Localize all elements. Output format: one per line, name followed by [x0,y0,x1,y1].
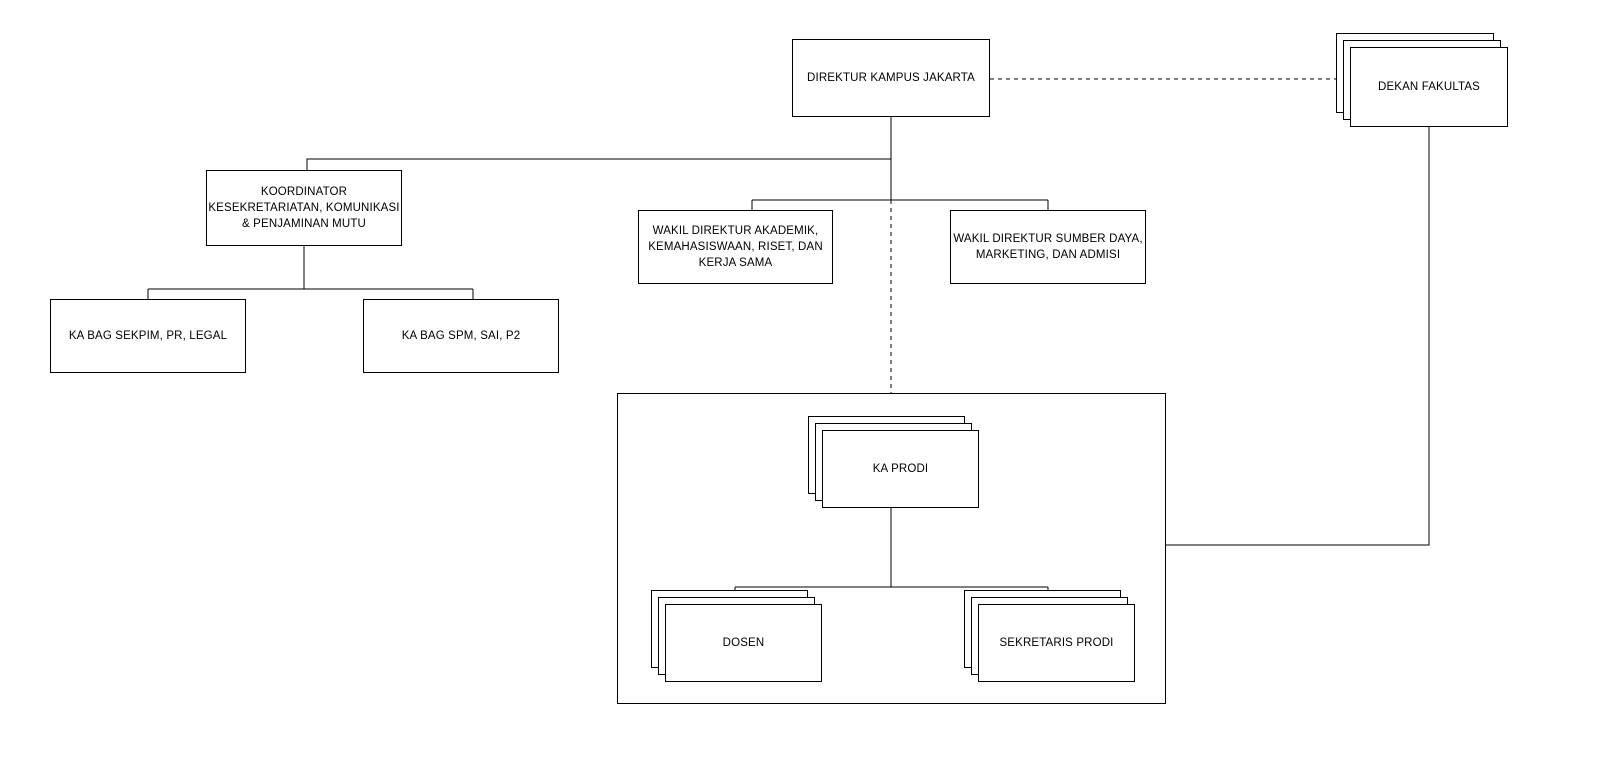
node-sekretaris-prodi-label: SEKRETARIS PRODI [999,636,1114,649]
node-direktur-kampus-jakarta[interactable]: DIREKTUR KAMPUS JAKARTA [792,39,990,117]
node-wakil-direktur-akademik[interactable]: WAKIL DIREKTUR AKADEMIK, KEMAHASISWAAN, … [638,210,833,284]
node-direktur-kampus-jakarta-label: DIREKTUR KAMPUS JAKARTA [807,71,975,84]
node-wakil-direktur-sumber-daya-label: WAKIL DIREKTUR SUMBER DAYA, MARKETING, D… [953,232,1143,261]
node-ka-bag-spm-sai-p2[interactable]: KA BAG SPM, SAI, P2 [363,299,559,373]
node-ka-prodi-label: KA PRODI [872,462,929,475]
node-wakil-direktur-sumber-daya[interactable]: WAKIL DIREKTUR SUMBER DAYA, MARKETING, D… [950,210,1146,284]
node-dekan-fakultas[interactable]: DEKAN FAKULTAS [1350,47,1508,127]
node-dekan-fakultas-label: DEKAN FAKULTAS [1377,80,1480,93]
node-koordinator-kesekretariatan[interactable]: KOORDINATOR KESEKRETARIATAN, KOMUNIKASI … [206,170,402,246]
node-ka-bag-spm-sai-p2-label: KA BAG SPM, SAI, P2 [401,329,521,342]
dekan-to-group-elbow [1166,127,1430,546]
node-dosen-label: DOSEN [722,636,765,649]
direktur-bus-to-koordinator [306,158,891,170]
prodi-group-container [617,393,1166,704]
node-ka-bag-sekpim-pr-legal[interactable]: KA BAG SEKPIM, PR, LEGAL [50,299,246,373]
node-ka-prodi[interactable]: KA PRODI [822,430,979,508]
node-ka-bag-sekpim-pr-legal-label: KA BAG SEKPIM, PR, LEGAL [68,329,228,342]
node-koordinator-kesekretariatan-label: KOORDINATOR KESEKRETARIATAN, KOMUNIKASI … [208,185,400,231]
node-sekretaris-prodi[interactable]: SEKRETARIS PRODI [978,604,1135,682]
node-wakil-direktur-akademik-label: WAKIL DIREKTUR AKADEMIK, KEMAHASISWAAN, … [648,224,823,270]
node-dosen[interactable]: DOSEN [665,604,822,682]
